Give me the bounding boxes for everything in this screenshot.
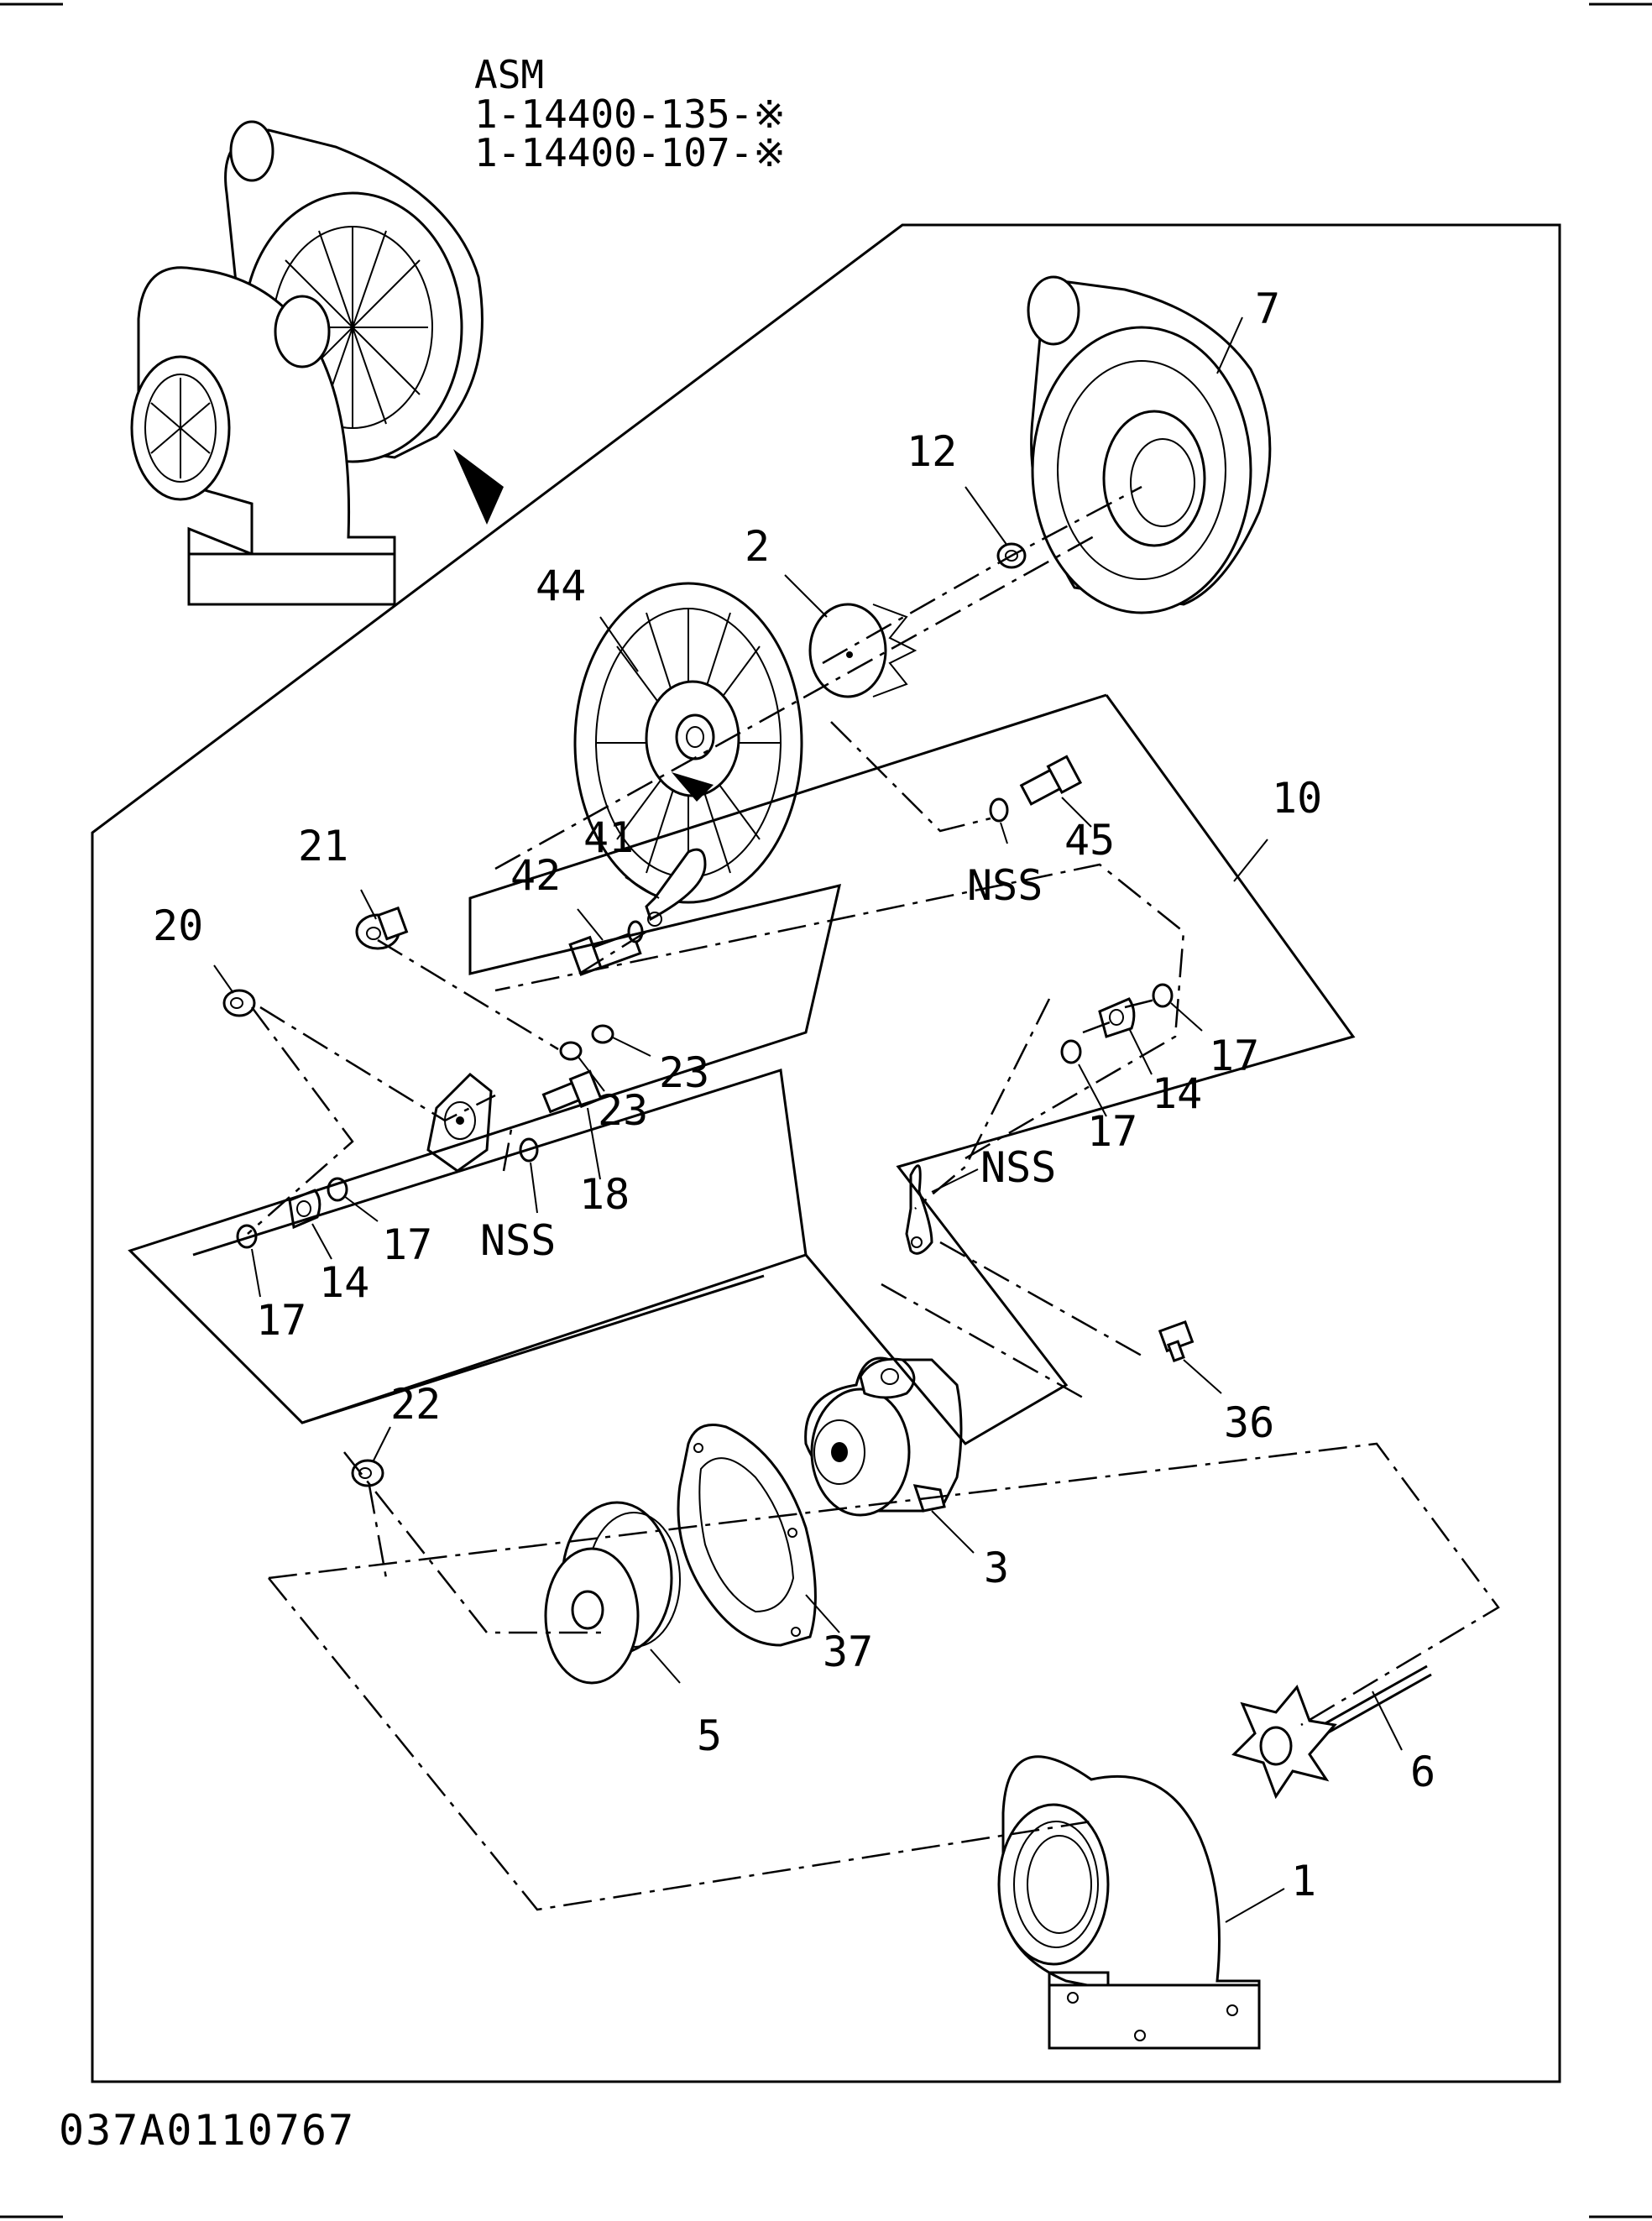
callout-17-c: 17 bbox=[1209, 1032, 1259, 1080]
callout-20: 20 bbox=[153, 901, 203, 950]
part-6-turbine-shaft bbox=[1231, 1664, 1432, 1800]
callout-1: 1 bbox=[1291, 1857, 1316, 1905]
part-1-turbine-housing bbox=[997, 1755, 1261, 2050]
part-number-2: 1-14400-107-※ bbox=[474, 130, 786, 175]
callout-42: 42 bbox=[510, 851, 561, 900]
nss-lock-plate-right bbox=[905, 1164, 933, 1255]
callout-23-b: 23 bbox=[598, 1086, 648, 1135]
callout-36: 36 bbox=[1224, 1398, 1274, 1447]
part-2-compressor-wheel bbox=[808, 603, 917, 698]
crop-marks bbox=[0, 3, 1652, 2218]
part-5-heat-shield bbox=[544, 1501, 681, 1685]
callout-6: 6 bbox=[1410, 1748, 1435, 1796]
part-36-bolt bbox=[1158, 1320, 1195, 1363]
callout-3: 3 bbox=[984, 1544, 1009, 1592]
part-22-plug bbox=[351, 1459, 384, 1487]
part-21-plug bbox=[355, 906, 409, 950]
part-23-o-rings bbox=[559, 1024, 614, 1061]
callout-17-b: 17 bbox=[256, 1296, 306, 1345]
part-number-1: 1-14400-135-※ bbox=[474, 91, 786, 137]
assembly-boxes bbox=[128, 693, 1356, 1445]
part-3-bearing-housing bbox=[804, 1356, 963, 1517]
leader-lines bbox=[213, 316, 1403, 1923]
centerlines bbox=[247, 485, 1500, 1911]
thrust-bearing-plate bbox=[426, 1072, 493, 1173]
reference-code: 037A0110767 bbox=[59, 2106, 355, 2155]
callout-5: 5 bbox=[697, 1711, 722, 1760]
exploded-view-frame bbox=[91, 223, 1561, 2083]
callout-45: 45 bbox=[1064, 816, 1115, 865]
callout-17-d: 17 bbox=[1087, 1107, 1137, 1156]
assembly-label: ASM bbox=[474, 52, 544, 97]
callout-18: 18 bbox=[579, 1170, 630, 1219]
part-20-plug bbox=[222, 989, 256, 1017]
callout-22: 22 bbox=[390, 1380, 441, 1429]
callout-nss-left: NSS bbox=[480, 1216, 556, 1265]
callout-2: 2 bbox=[745, 522, 770, 571]
callout-17-a: 17 bbox=[382, 1220, 432, 1269]
assembled-turbocharger-illustration bbox=[130, 120, 504, 606]
part-7-compressor-housing bbox=[1027, 275, 1272, 614]
callout-21: 21 bbox=[298, 822, 348, 870]
callout-14-b: 14 bbox=[1152, 1069, 1202, 1118]
callout-nss-top: NSS bbox=[967, 861, 1043, 910]
nss-washer-top bbox=[989, 797, 1009, 823]
callout-labels: 7 12 2 44 10 45 NSS 41 42 21 20 23 23 18… bbox=[153, 285, 1435, 1905]
part-41-lock-plate bbox=[645, 848, 707, 927]
right-journal-bearing-set bbox=[1060, 983, 1174, 1064]
callout-37: 37 bbox=[823, 1628, 873, 1676]
callout-10: 10 bbox=[1272, 774, 1322, 823]
callout-14-a: 14 bbox=[319, 1258, 369, 1307]
assembly-header: ASM 1-14400-135-※ 1-14400-107-※ bbox=[474, 52, 786, 175]
callout-44: 44 bbox=[536, 562, 586, 610]
callout-23-a: 23 bbox=[659, 1048, 709, 1097]
callout-nss-right: NSS bbox=[980, 1143, 1056, 1192]
part-18-bolt bbox=[541, 1069, 603, 1114]
callout-7: 7 bbox=[1255, 285, 1280, 333]
callout-41: 41 bbox=[583, 813, 634, 862]
part-37-gasket bbox=[677, 1424, 817, 1647]
callout-12: 12 bbox=[907, 427, 957, 476]
part-45-bolt bbox=[1019, 755, 1083, 806]
